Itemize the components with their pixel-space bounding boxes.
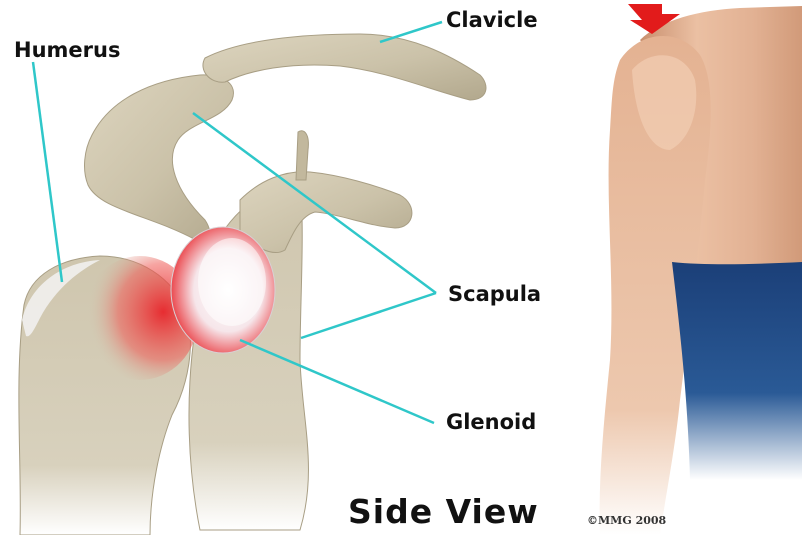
- acromion: [85, 75, 234, 241]
- label-scapula: Scapula: [448, 282, 541, 306]
- label-humerus: Humerus: [14, 38, 120, 62]
- view-title: Side View: [348, 492, 539, 531]
- label-clavicle: Clavicle: [446, 8, 538, 32]
- shorts: [672, 262, 802, 480]
- copyright-notice: ©MMG 2008: [587, 514, 666, 527]
- label-glenoid: Glenoid: [446, 410, 536, 434]
- body-side-view: [600, 4, 802, 535]
- glenoid-sheen: [198, 238, 266, 326]
- leader-scapula-lower: [301, 293, 436, 338]
- leader-humerus: [33, 62, 62, 282]
- clavicle-bone: [203, 34, 486, 100]
- coracoid-tip: [296, 131, 308, 180]
- leader-clavicle: [380, 22, 442, 42]
- bones: [19, 34, 486, 535]
